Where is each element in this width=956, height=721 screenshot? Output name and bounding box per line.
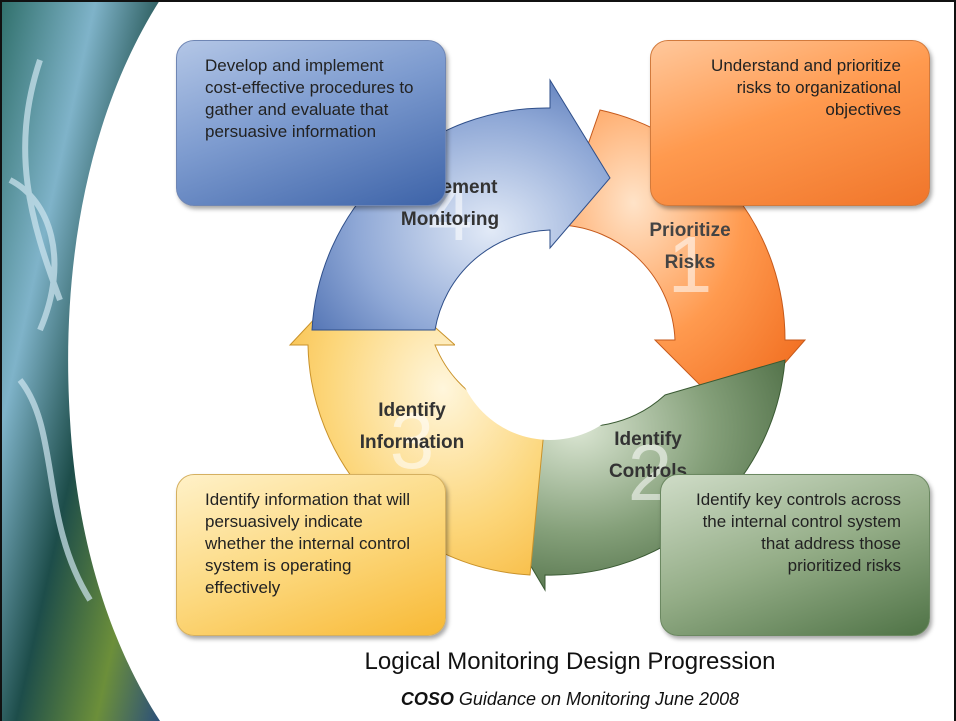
step-number-1: 1 (668, 220, 713, 309)
step-3-label-line1: Identify (378, 400, 446, 421)
step-2-label-line1: Identify (614, 429, 682, 450)
slide-caption-title: Logical Monitoring Design Progression (364, 648, 776, 675)
description-box-identify-information: Identify information that will persuasiv… (176, 474, 446, 636)
segment-implement-monitoring (311, 78, 611, 331)
description-text: Understand and prioritize risks to organ… (711, 56, 901, 119)
description-text: Identify key controls across the interna… (695, 490, 901, 575)
step-4-label-line2: Monitoring (401, 209, 499, 230)
decorative-swirl (0, 0, 160, 721)
description-box-prioritize-risks: Understand and prioritize risks to organ… (650, 40, 930, 206)
segment-identify-controls (486, 359, 786, 592)
source-organization: COSO (400, 689, 454, 709)
description-box-implement-monitoring: Develop and implement cost-effective pro… (176, 40, 446, 206)
step-number-3: 3 (390, 396, 435, 485)
description-text: Identify information that will persuasiv… (205, 490, 411, 597)
step-3-label-line2: Information (360, 432, 465, 453)
step-1-label-line1: Prioritize (649, 220, 730, 241)
description-text: Develop and implement cost-effective pro… (205, 56, 414, 141)
cycle-diagram (288, 78, 807, 592)
step-1-label-line2: Risks (665, 252, 716, 273)
slide-caption-source: COSO Guidance on Monitoring June 2008 (200, 689, 940, 710)
description-box-identify-controls: Identify key controls across the interna… (660, 474, 930, 636)
source-detail: Guidance on Monitoring June 2008 (453, 689, 740, 709)
